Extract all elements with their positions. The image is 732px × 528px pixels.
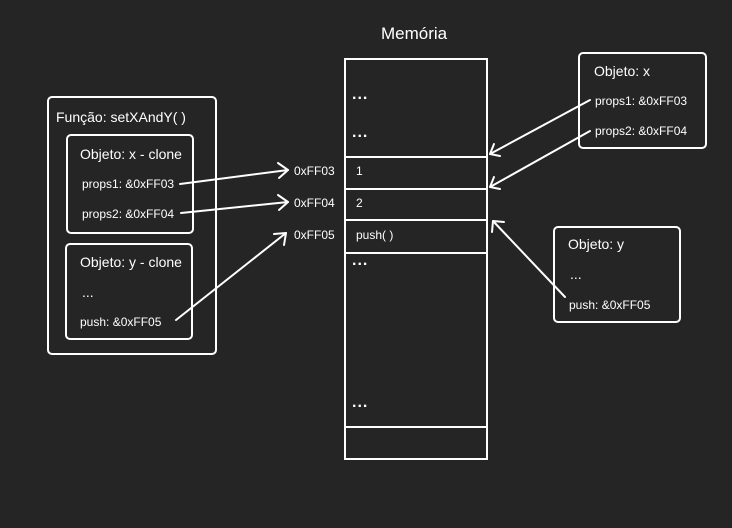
memory-cell-ellipsis: ... — [352, 124, 369, 141]
address-0xff03: 0xFF03 — [294, 164, 335, 178]
arrow-object-x-props2 — [489, 130, 591, 190]
object-x-title: Objeto: x — [594, 63, 651, 79]
arrow-x-clone-props2 — [180, 194, 289, 214]
memory-divider — [346, 188, 486, 190]
arrow-object-y-push — [491, 220, 566, 298]
memory-column: ... ... 1 2 push( ) ... ... — [344, 58, 488, 460]
object-y-ellipsis: ... — [570, 266, 582, 282]
arrow-y-clone-push — [175, 232, 287, 321]
memory-divider — [346, 252, 486, 254]
object-x-clone-box — [66, 134, 194, 234]
object-x-clone-title: Objeto: x - clone — [80, 146, 182, 162]
memory-cell-ellipsis: ... — [352, 86, 369, 103]
object-y-clone-box — [65, 243, 193, 340]
object-y-push: push: &0xFF05 — [569, 298, 651, 312]
y-clone-push: push: &0xFF05 — [80, 315, 162, 329]
memory-cell-ellipsis: ... — [352, 394, 369, 411]
memory-divider — [346, 426, 486, 428]
memory-divider — [346, 219, 486, 221]
memory-cell-push: push( ) — [356, 228, 394, 242]
object-x-props2: props2: &0xFF04 — [595, 124, 688, 138]
arrow-object-x-props1 — [489, 99, 591, 157]
memory-divider — [346, 156, 486, 158]
memory-cell-value-2: 2 — [356, 196, 363, 210]
address-0xff05: 0xFF05 — [294, 228, 335, 242]
function-box — [47, 96, 217, 355]
function-title: Função: setXAndY( ) — [56, 109, 186, 125]
arrow-x-clone-props1 — [179, 162, 289, 185]
object-y-clone-title: Objeto: y - clone — [80, 254, 182, 270]
memory-cell-value-1: 1 — [356, 164, 363, 178]
y-clone-ellipsis: ... — [82, 284, 94, 300]
address-0xff04: 0xFF04 — [294, 196, 335, 210]
object-y-box — [553, 226, 681, 323]
memory-cell-ellipsis: ... — [352, 252, 369, 269]
memory-title: Memória — [381, 24, 448, 43]
object-y-title: Objeto: y — [568, 236, 625, 252]
x-clone-props1: props1: &0xFF03 — [82, 177, 175, 191]
object-x-box — [578, 52, 707, 149]
x-clone-props2: props2: &0xFF04 — [82, 207, 175, 221]
object-x-props1: props1: &0xFF03 — [595, 94, 688, 108]
